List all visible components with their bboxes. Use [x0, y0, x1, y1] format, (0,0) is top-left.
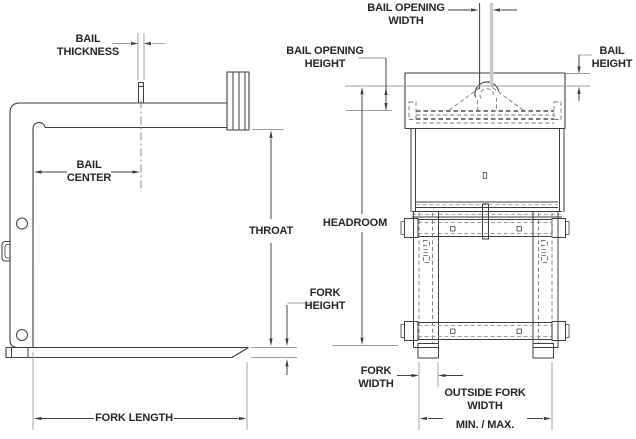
hanger-rails — [412, 201, 562, 218]
dim-throat — [252, 129, 284, 346]
label-fork-width: FORK WIDTH — [358, 365, 394, 390]
label-throat: THROAT — [248, 225, 294, 237]
bail-support-block — [226, 71, 250, 131]
label-bail-opening-height: BAIL OPENING HEIGHT — [286, 45, 364, 70]
header-box — [404, 72, 566, 130]
label-bail-thickness: BAIL THICKNESS — [56, 33, 120, 58]
hole-upper — [16, 217, 28, 230]
dim-bail-thickness — [112, 33, 165, 80]
right-foot — [532, 343, 554, 359]
forks — [413, 212, 559, 348]
side-view — [1, 71, 250, 359]
label-headroom: HEADROOM — [322, 217, 388, 229]
center-latch — [482, 203, 489, 240]
bottom-crossbar — [400, 321, 570, 341]
dim-fork-length — [32, 352, 248, 430]
label-fork-length: FORK LENGTH — [95, 412, 173, 424]
label-outside-fork-width: OUTSIDE FORK WIDTH — [444, 387, 526, 412]
front-view — [400, 3, 570, 359]
dim-fork-width — [397, 362, 553, 430]
bail-loop — [474, 81, 500, 111]
label-bail-opening-width: BAIL OPENING WIDTH — [367, 2, 445, 27]
dim-bail-opening-width — [448, 8, 517, 12]
dim-bail-opening-height — [346, 57, 392, 111]
label-fork-height: FORK HEIGHT — [304, 287, 346, 312]
dim-fork-height — [251, 302, 312, 375]
label-outside-fork-width-note: MIN. / MAX. — [455, 419, 515, 431]
bail-rod — [489, 3, 494, 87]
top-crossbar — [400, 218, 570, 238]
label-bail-center: BAIL CENTER — [66, 159, 112, 184]
bail-edge — [138, 82, 144, 104]
dim-bail-center — [34, 170, 140, 174]
hole-lower — [16, 329, 28, 341]
label-bail-height: BAIL HEIGHT — [591, 45, 633, 70]
left-foot — [417, 343, 439, 359]
dim-bail-height — [577, 54, 592, 101]
dim-headroom — [332, 87, 398, 346]
dim-outside-fork-width — [419, 416, 552, 421]
